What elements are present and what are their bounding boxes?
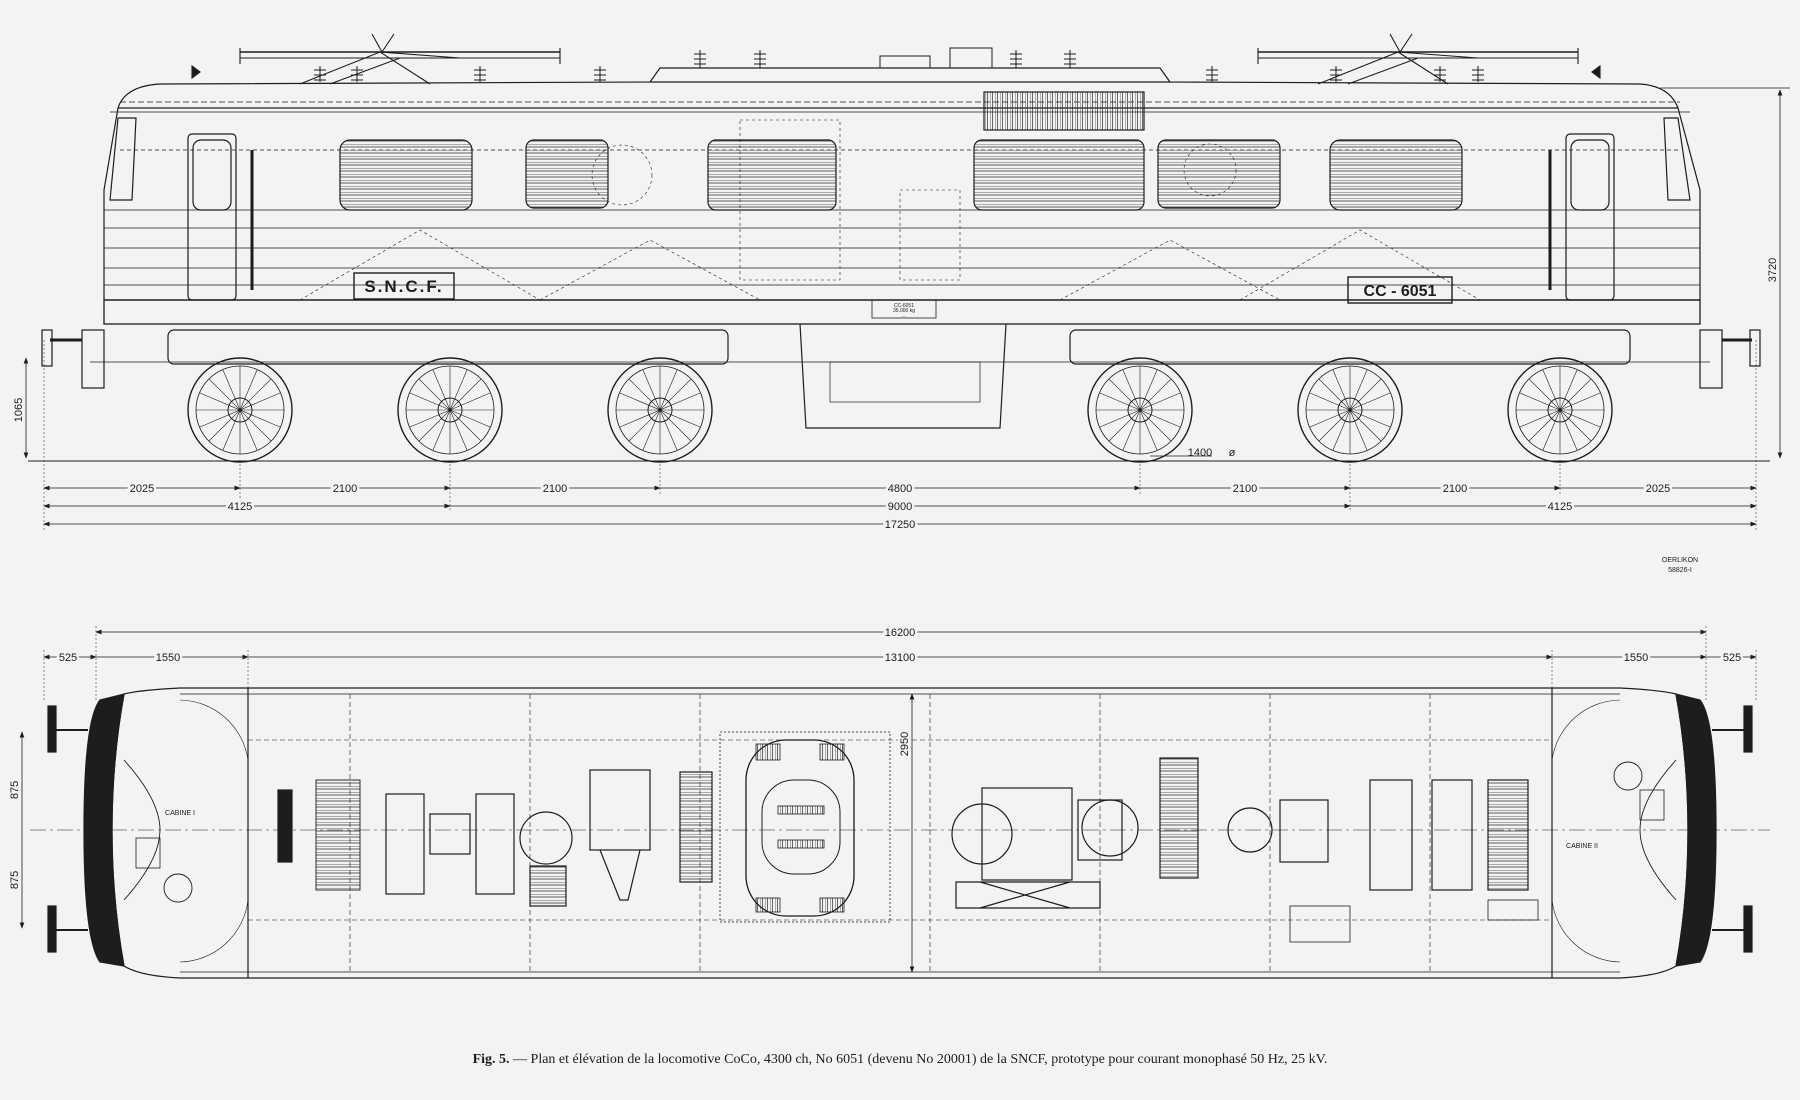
data-placard: CC-6051 35.000 kg ... [893,303,915,319]
svg-text:CC-6051: CC-6051 [894,303,914,309]
dim-plan-d: 1550 [1624,652,1648,664]
cab-1-label: CABINE I [165,810,195,817]
wheel [1087,357,1193,463]
svg-text:...: ... [902,313,906,319]
dim-wheel-1400: 1400 [1188,447,1212,459]
dim-height-3720: 3720 [1767,258,1779,282]
dim-overall-16200: 16200 [885,627,916,639]
dim-row2-a: 4125 [228,501,252,513]
figure-caption: Fig. 5. — Plan et élévation de la locomo… [0,1052,1800,1068]
plan-dimension-labels: 16200 525 1550 13100 1550 525 875 875 29… [9,625,1744,890]
dim-plan-c: 13100 [885,652,916,664]
sncf-lettering: S.N.C.F. [364,277,443,296]
pantograph [1257,33,1579,85]
wheelset-group [187,357,1613,463]
wheel-symbol: ø [1229,447,1236,459]
cab-2-label: CABINE II [1566,843,1598,850]
dim-plan-b: 1550 [156,652,180,664]
number-plate: CC - 6051 [1364,283,1437,300]
elevation-dimensions [23,87,1790,530]
wheel [187,357,293,463]
wheel [607,357,713,463]
svg-text:35.000 kg: 35.000 kg [893,308,915,314]
figure-caption-text: — Plan et élévation de la locomotive CoC… [509,1052,1328,1067]
elevation-dimension-labels: 1065 3720 1400 ø 2025 2100 2100 4800 210… [13,258,1779,534]
pantograph [239,33,561,85]
wheel [1297,357,1403,463]
dim-row1-f: 2100 [1443,483,1467,495]
dim-row1-d: 4800 [888,483,912,495]
dim-half-width-bottom: 875 [9,871,21,889]
dim-inner-width: 2950 [899,732,911,756]
dim-row2-c: 4125 [1548,501,1572,513]
plan-dimensions [19,626,1757,973]
pantograph-group [191,33,1601,85]
maker-stamp: OERLIKON 58826-I [1650,556,1710,576]
dim-height-1065: 1065 [13,398,25,422]
dim-row1-e: 2100 [1233,483,1257,495]
wheel [1507,357,1613,463]
dim-half-width-top: 875 [9,781,21,799]
dim-row1-g: 2025 [1646,483,1670,495]
figure-number: Fig. 5. [472,1052,510,1067]
wheel [397,357,503,463]
plan-view [30,687,1770,979]
dim-row1-b: 2100 [333,483,357,495]
dim-row1-a: 2025 [130,483,154,495]
maker-name: OERLIKON [1661,557,1699,564]
dim-plan-a: 525 [59,652,77,664]
drawing-ref: 58826-I [1668,567,1692,574]
side-elevation [28,67,1770,462]
dim-row2-b: 9000 [888,501,912,513]
dim-row3: 17250 [885,519,916,531]
dim-plan-e: 525 [1723,652,1741,664]
dim-row1-c: 2100 [543,483,567,495]
